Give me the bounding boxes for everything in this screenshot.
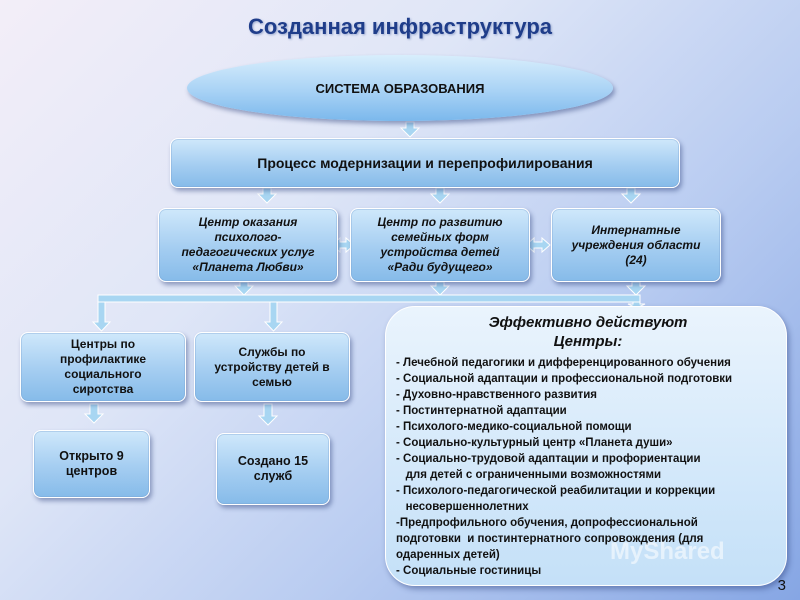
list-item: - Социально-трудовой адаптации и профори… — [396, 453, 701, 465]
arrow-down-2 — [256, 187, 278, 204]
system-node: СИСТЕМА ОБРАЗОВАНИЯ — [187, 55, 613, 121]
list-item: подготовки и постинтернатного сопровожде… — [396, 533, 704, 545]
arrow-down-9 — [263, 301, 284, 332]
prevention-line: сиротства — [72, 382, 134, 396]
effective-list: - Лечебной педагогики и дифференцированн… — [396, 355, 780, 579]
arrow-down-8 — [91, 301, 112, 332]
process-node: Процесс модернизации и перепрофилировани… — [170, 138, 680, 188]
center-3-line: Интернатные — [591, 222, 681, 237]
list-item: -Предпрофильного обучения, допрофессиона… — [396, 517, 698, 529]
arrow-down-4 — [620, 187, 642, 204]
effective-subheading: Центры: — [553, 333, 623, 350]
list-item: - Психолого-педагогической реабилитации … — [396, 485, 716, 497]
watermark-logo: MyShared — [610, 538, 725, 565]
center-1-line: педагогических услуг — [181, 245, 315, 259]
list-item: - Психолого-медико-социальной помощи — [396, 421, 632, 433]
family-services-node: Службы по устройству детей в семью — [194, 332, 350, 402]
process-label: Процесс модернизации и перепрофилировани… — [257, 155, 593, 171]
prevention-centers-node: Центры по профилактике социального сирот… — [20, 332, 186, 402]
result-1-line: Открыто 9 — [59, 449, 124, 463]
center-1-line: «Планета Любви» — [192, 260, 304, 274]
list-item: для детей с ограниченными возможностями — [396, 469, 662, 481]
prevention-line: Центры по — [70, 337, 136, 351]
result-2-line: служб — [253, 469, 293, 483]
arrow-down-6 — [429, 281, 451, 296]
list-item: несовершеннолетних — [396, 501, 529, 513]
list-item: - Социально-культурный центр «Планета ду… — [396, 437, 673, 449]
prevention-line: социального — [64, 367, 142, 381]
bus-line — [97, 294, 641, 303]
services-line: устройству детей в — [214, 359, 330, 374]
center-1-line: Центр оказания — [198, 215, 298, 229]
result-node-1: Открыто 9 центров — [33, 430, 150, 498]
list-item: - Лечебной педагогики и дифференцированн… — [396, 357, 731, 369]
list-item: - Социальной адаптации и профессионально… — [396, 373, 733, 385]
arrow-down-3 — [429, 187, 451, 204]
center-2-line: Центр по развитию — [377, 215, 503, 229]
prevention-line: профилактике — [59, 352, 147, 366]
arrow-down-12 — [257, 403, 279, 426]
list-item: одаренных детей) — [396, 549, 500, 561]
center-node-1: Центр оказания психолого- педагогических… — [158, 208, 338, 282]
center-2-line: «Ради будущего» — [387, 260, 493, 274]
result-node-2: Создано 15 служб — [216, 433, 330, 505]
result-2-line: Создано 15 — [237, 454, 309, 468]
list-item: - Социальные гостиницы — [396, 565, 542, 577]
center-2-line: устройства детей — [380, 245, 500, 259]
center-2-line: семейных форм — [391, 230, 489, 244]
services-line: Службы по — [238, 344, 306, 359]
center-node-3: Интернатные учреждения области (24) — [551, 208, 721, 282]
page-title: Созданная инфраструктура — [247, 14, 552, 39]
effective-heading: Эффективно действуют — [488, 314, 688, 331]
center-3-line: учреждения области — [571, 237, 701, 252]
system-label: СИСТЕМА ОБРАЗОВАНИЯ — [315, 80, 485, 96]
list-item: - Постинтернатной адаптации — [396, 405, 567, 417]
center-3-line: (24) — [625, 252, 647, 267]
services-line: семью — [252, 374, 292, 389]
result-1-line: центров — [65, 464, 118, 478]
arrow-down-7 — [625, 281, 647, 296]
page-number: 3 — [777, 577, 786, 594]
arrow-down-11 — [83, 403, 105, 424]
arrow-down-1 — [399, 121, 421, 138]
arrow-down-5 — [233, 281, 255, 296]
double-arrow-2 — [525, 236, 551, 254]
center-node-2: Центр по развитию семейных форм устройст… — [350, 208, 530, 282]
center-1-line: психолого- — [214, 230, 282, 244]
list-item: - Духовно-нравственного развития — [396, 389, 597, 401]
effective-centers-panel: Эффективно действуют Центры: - Лечебной … — [385, 306, 787, 586]
